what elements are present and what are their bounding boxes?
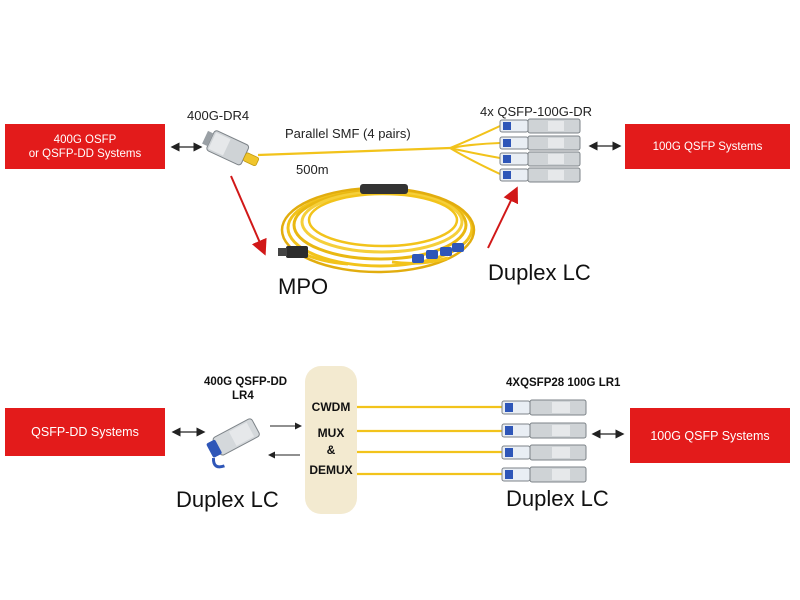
system-box-100g-qsfp-bottom: 100G QSFP Systems <box>630 408 790 463</box>
coiled-fiber-cable-icon <box>278 184 476 274</box>
qsfp-module-icon <box>501 422 587 439</box>
red-arrow-icon <box>230 175 267 256</box>
modules-label-qsfp28-lr1: 4XQSFP28 100G LR1 <box>506 377 621 389</box>
transceiver-label-400g-dr4: 400G-DR4 <box>187 108 250 123</box>
system-box-label: 100G QSFP Systems <box>650 428 770 443</box>
mux-label-mux: MUX <box>317 426 345 440</box>
system-box-label: 100G QSFP Systems <box>652 140 763 153</box>
transceiver-label-lr4: LR4 <box>232 390 254 402</box>
qsfp-100g-dr-modules <box>499 118 581 183</box>
connector-label-duplex-lc-right: Duplex LC <box>506 486 609 511</box>
duplex-fiber-lines <box>357 405 502 476</box>
qsfp-module-icon <box>499 167 581 183</box>
qsfp-module-icon <box>501 444 587 461</box>
system-box-100g-qsfp-top: 100G QSFP Systems <box>625 124 790 169</box>
qsfp28-lr1-modules <box>501 399 587 483</box>
system-box-line2: or QSFP-DD Systems <box>28 147 142 160</box>
cable-label-parallel-smf: Parallel SMF (4 pairs) <box>285 126 411 141</box>
connector-label-mpo: MPO <box>278 274 329 299</box>
transceiver-400g-dr4-icon <box>202 130 260 167</box>
connector-label-duplex-lc-top: Duplex LC <box>488 260 591 285</box>
qsfp-module-icon <box>499 118 581 134</box>
mux-label-ampersand: & <box>326 443 336 457</box>
qsfp-module-icon <box>499 151 581 167</box>
qsfp-module-icon <box>501 399 587 416</box>
connector-label-duplex-lc-left: Duplex LC <box>176 487 279 512</box>
cwdm-mux-demux-block: CWDM MUX & DEMUX <box>305 366 357 514</box>
parallel-fiber-line <box>257 125 501 175</box>
transceiver-400g-qsfp-dd-lr4-icon <box>206 407 262 469</box>
system-box-400g-osfp: 400G OSFP or QSFP-DD Systems <box>5 124 165 169</box>
red-arrow-icon <box>487 186 518 249</box>
modules-label-qsfp-100g-dr: 4x QSFP-100G-DR <box>480 104 592 119</box>
transceiver-label-400g-qsfp-dd: 400G QSFP-DD <box>204 376 288 388</box>
qsfp-module-icon <box>501 466 587 483</box>
length-label-500m: 500m <box>296 162 329 177</box>
mux-label-demux: DEMUX <box>309 463 353 477</box>
system-box-line1: 400G OSFP <box>53 133 117 146</box>
system-box-qsfp-dd: QSFP-DD Systems <box>5 408 165 456</box>
mux-label-cwdm: CWDM <box>311 400 351 414</box>
system-box-label: QSFP-DD Systems <box>31 425 139 439</box>
qsfp-module-icon <box>499 135 581 151</box>
